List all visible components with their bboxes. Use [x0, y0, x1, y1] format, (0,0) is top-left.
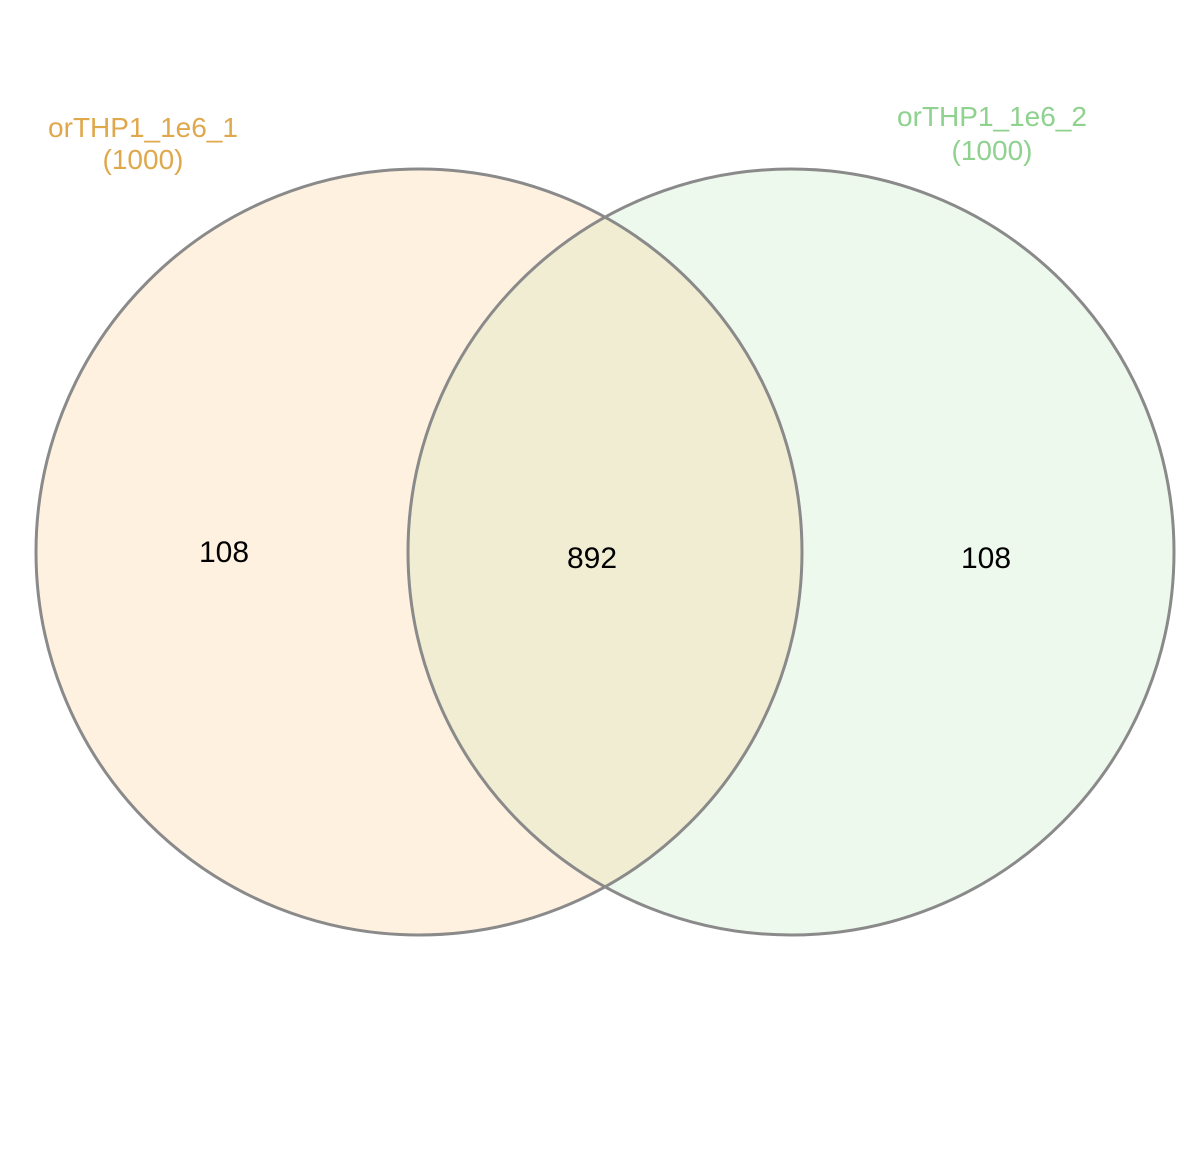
region-only-a-count: 108 [199, 536, 249, 569]
region-both-count: 892 [567, 542, 617, 575]
set-b-name: orTHP1_1e6_2 [897, 101, 1087, 132]
set-a-name: orTHP1_1e6_1 [48, 112, 238, 143]
set-a-total: (1000) [103, 144, 184, 175]
region-only-b-count: 108 [961, 542, 1011, 575]
set-b-total: (1000) [952, 135, 1033, 166]
set-a-outline [34, 167, 804, 937]
set-b-outline [406, 167, 1176, 937]
overlap-region [408, 169, 802, 935]
